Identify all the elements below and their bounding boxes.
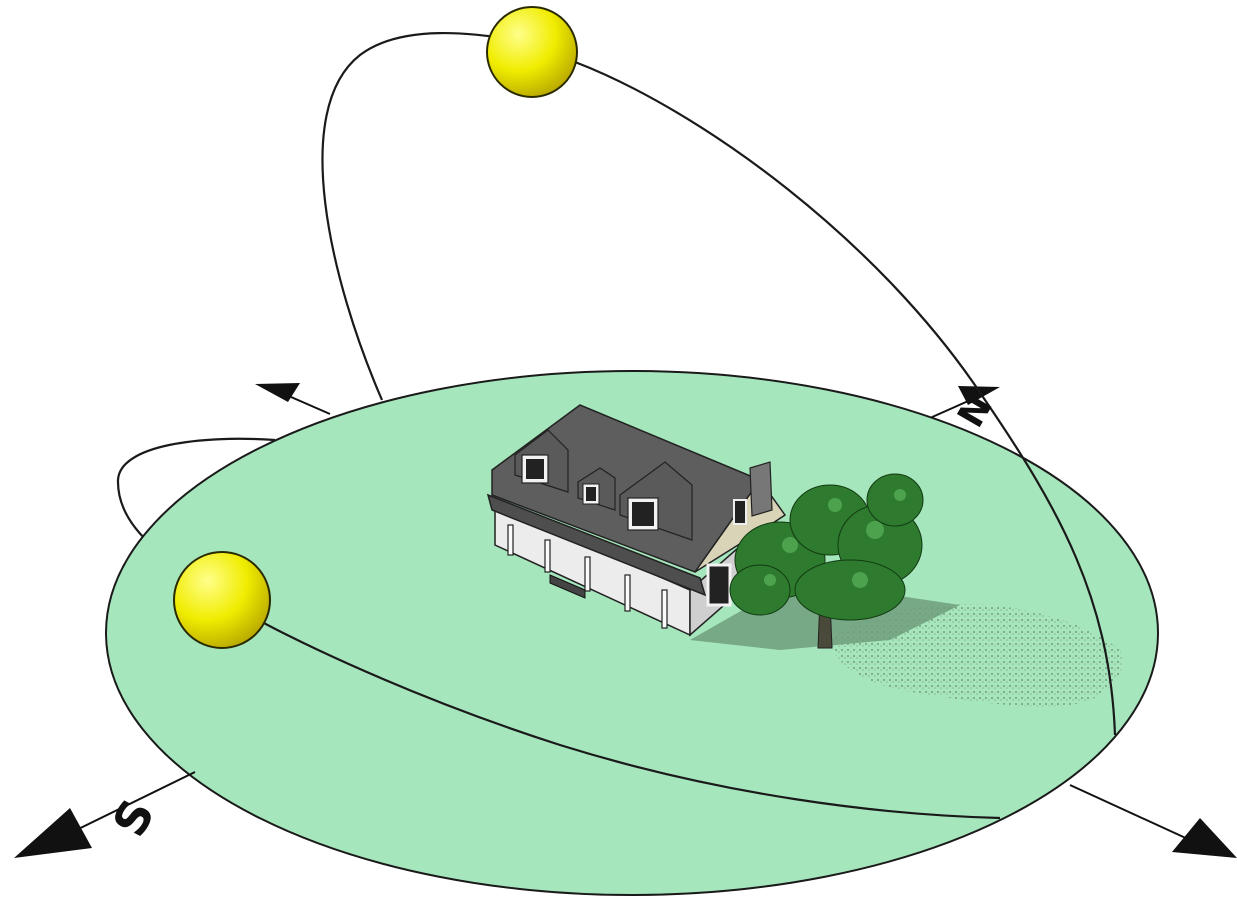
chimney (750, 462, 772, 516)
side-window (708, 565, 730, 605)
gable-window (734, 500, 746, 524)
winter-sun-icon (174, 552, 270, 648)
south-arrowhead (14, 808, 92, 858)
east-axis (1070, 785, 1190, 840)
northwest-arrowhead (255, 383, 300, 402)
summer-sun (487, 7, 577, 97)
winter-sun (174, 552, 270, 648)
summer-sun-icon (487, 7, 577, 97)
south-label: S (102, 791, 165, 846)
east-arrowhead (1172, 818, 1237, 858)
